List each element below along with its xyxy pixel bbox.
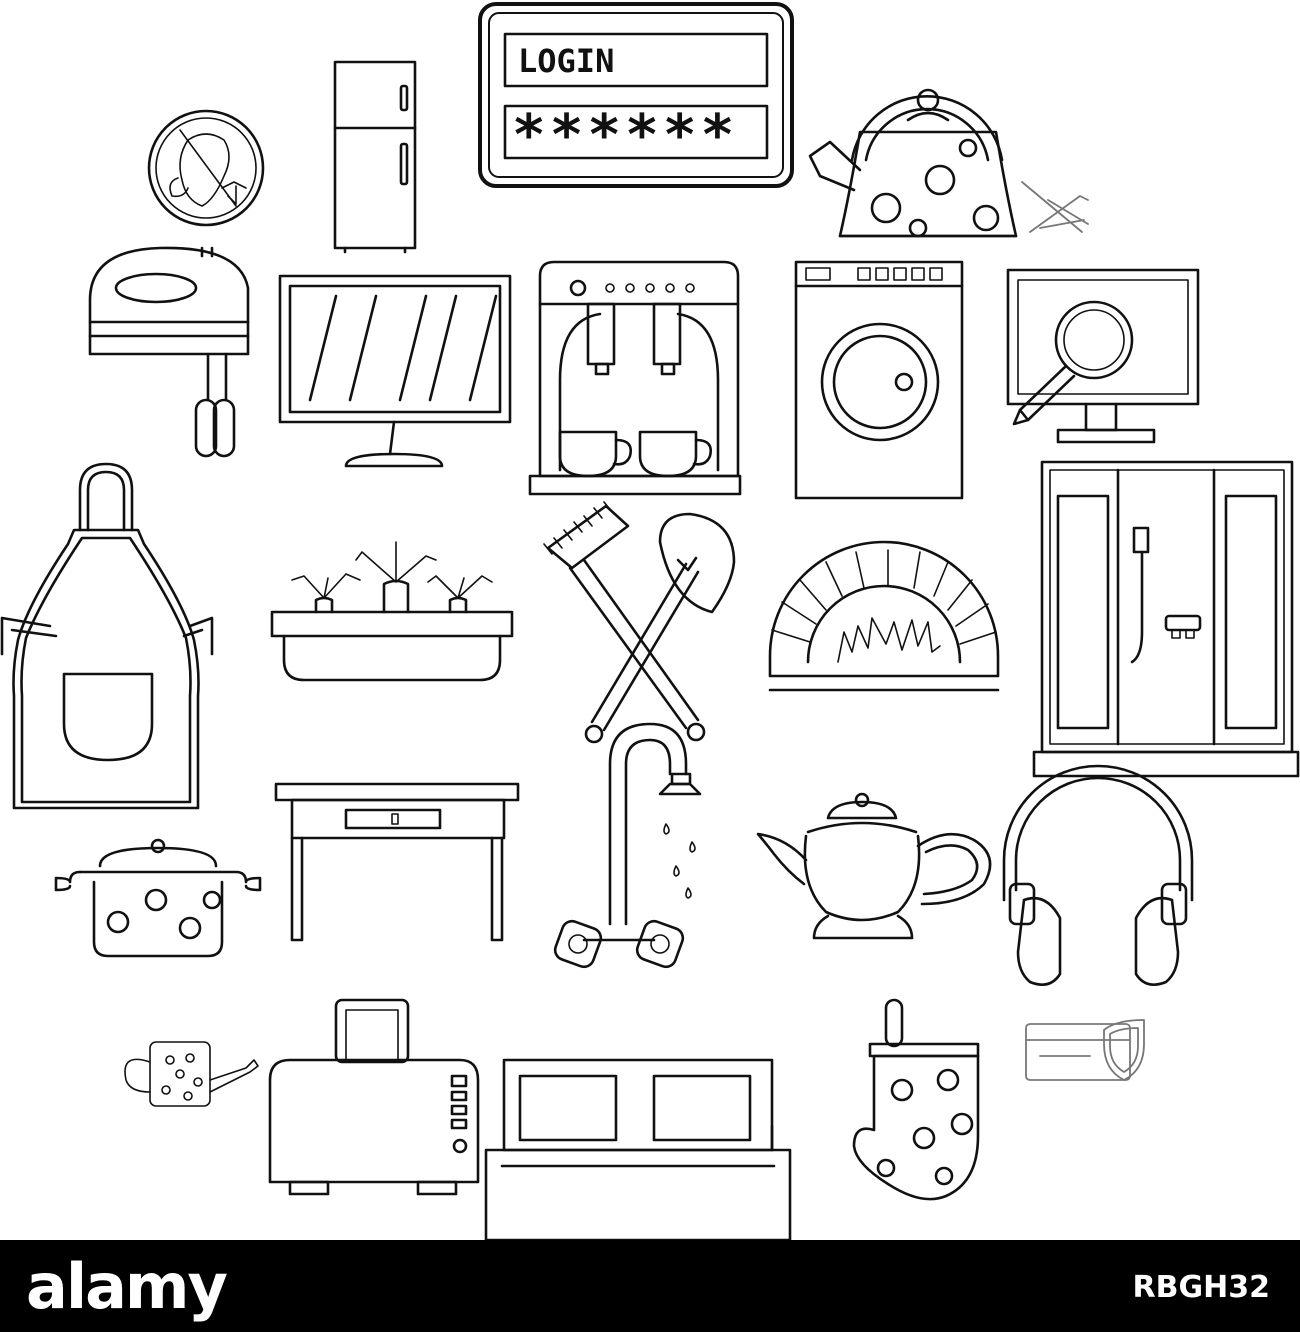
no-bugs-icon <box>147 109 265 227</box>
login-icon: LOGIN ****** <box>478 2 794 188</box>
planter-icon <box>270 541 514 682</box>
table-icon <box>274 782 520 942</box>
oven-mitt-icon <box>852 998 980 1201</box>
garden-tools-icon <box>543 501 736 744</box>
shower-cabin-icon <box>1032 460 1300 778</box>
computer-search-icon <box>1006 268 1200 444</box>
login-password-text: ****** <box>512 103 738 168</box>
login-username-text: LOGIN <box>518 42 614 80</box>
watering-can-icon <box>124 1041 259 1107</box>
fridge-icon <box>333 60 417 254</box>
brand-logo[interactable]: alamy <box>26 1250 228 1323</box>
monitor-icon <box>278 274 512 468</box>
kettle-icon <box>808 88 1018 238</box>
washing-machine-icon <box>794 260 964 500</box>
teapot-icon <box>756 792 992 940</box>
toaster-icon <box>268 998 480 1196</box>
image-id: RBGH32 <box>1132 1270 1270 1305</box>
bed-icon <box>484 1058 792 1240</box>
deck-chair-icon <box>1021 181 1089 233</box>
apron-icon <box>0 462 214 810</box>
secure-card-icon <box>1025 1019 1145 1081</box>
fireplace-icon <box>768 540 1000 692</box>
pot-icon <box>54 838 262 958</box>
hand-mixer-icon <box>88 246 250 458</box>
shower-icon <box>553 722 702 969</box>
headphones-icon <box>1002 764 1194 986</box>
coffee-machine-icon <box>528 260 742 496</box>
icon-set: LOGIN ****** <box>0 2 1300 1240</box>
footer-bar: alamy RBGH32 <box>0 1240 1300 1332</box>
